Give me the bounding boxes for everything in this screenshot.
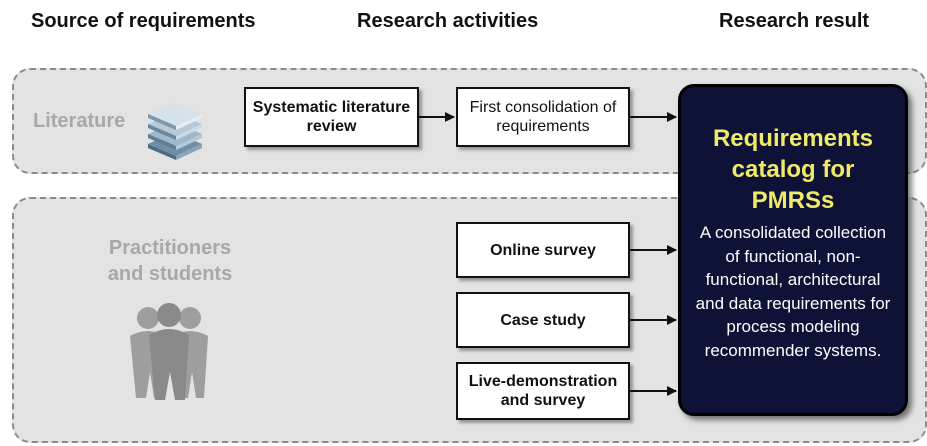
first-consolidation-box: First consolidation of requirements [456,87,630,147]
result-desc-line: and data requirements for [695,293,891,313]
result-desc-line: process modeling [726,317,860,336]
systematic-literature-review-box: Systematic literature review [244,87,419,147]
online-survey-box: Online survey [456,222,630,278]
literature-label: Literature [33,110,126,132]
result-desc-line: recommender systems. [704,340,882,360]
live-demo-line1: Live-demonstration [468,373,618,390]
case-study-box: Case study [456,292,630,348]
consolidation-line1: First consolidation of [469,99,617,116]
header-result: Research result [719,10,870,32]
practitioners-label-line2: and students [107,263,233,285]
practitioners-label-line1: Practitioners [108,237,232,259]
slr-line2: review [306,118,357,135]
header-source: Source of requirements [31,10,256,32]
result-title-line1: Requirements [712,125,874,152]
slr-line1: Systematic literature [252,99,411,116]
result-desc-line: A consolidated collection [699,223,887,242]
result-title-line2: catalog for PMRSs [731,156,855,214]
requirements-catalog-box: Requirements catalog for PMRSs A consoli… [678,84,908,416]
practitioners-label: Practitioners and students [100,235,240,287]
consolidation-line2: requirements [496,118,590,135]
header-activities: Research activities [357,10,539,32]
result-description: A consolidated collection of functional,… [681,221,905,362]
result-desc-line: of functional, non- [725,246,861,266]
result-title: Requirements catalog for PMRSs [681,123,905,216]
live-demo-line2: and survey [500,392,586,409]
live-demonstration-box: Live-demonstration and survey [456,362,630,420]
result-desc-line: functional, architectural [705,270,881,289]
